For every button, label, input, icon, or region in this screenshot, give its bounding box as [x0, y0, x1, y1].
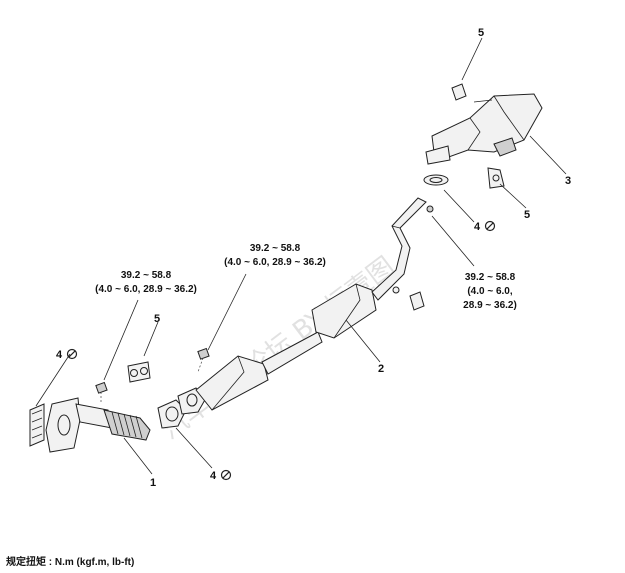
- torque-center-line1: 39.2 ~ 58.8: [250, 243, 301, 254]
- no-reuse-circle-icon: [66, 348, 78, 360]
- callout-2: 2: [378, 363, 384, 375]
- torque-front-line2: (4.0 ~ 6.0, 28.9 ~ 36.2): [95, 284, 197, 295]
- hanger-rubber-left: [127, 361, 151, 383]
- nut-front: [95, 381, 108, 402]
- callout-4-middle: 4: [210, 470, 217, 482]
- gasket-front: [29, 403, 45, 447]
- rear-muffler: [431, 93, 543, 159]
- hanger-rubber-upper: [451, 83, 467, 101]
- watermark: 汽车资料论坛 BY 恒壹图: [156, 251, 400, 445]
- nut-center: [197, 347, 210, 373]
- torque-center-line2: (4.0 ~ 6.0, 28.9 ~ 36.2): [224, 257, 326, 268]
- hanger-rubber-right: [487, 167, 505, 189]
- gasket-rear: [423, 145, 451, 213]
- callout-3: 3: [565, 175, 571, 187]
- no-reuse-circle-icon: [220, 469, 232, 481]
- callout-5-left: 5: [154, 313, 160, 325]
- gasket-middle: [157, 399, 187, 429]
- callout-5-upper: 5: [478, 27, 484, 39]
- no-reuse-circle-icon: [484, 220, 496, 232]
- front-pipe: [45, 397, 151, 453]
- callout-5-right: 5: [524, 209, 530, 221]
- leader-lines: [35, 37, 567, 475]
- torque-rear-line2: (4.0 ~ 6.0,: [467, 286, 513, 297]
- callout-4-rear: 4: [474, 221, 481, 233]
- callout-1: 1: [150, 477, 156, 489]
- hanger-rubber-center: [392, 286, 425, 311]
- callout-4-front: 4: [56, 349, 63, 361]
- torque-unit-note: 规定扭矩 : N.m (kgf.m, lb-ft): [6, 555, 134, 568]
- torque-rear-line1: 39.2 ~ 58.8: [465, 272, 516, 283]
- center-muffler-pipe: [177, 197, 427, 415]
- torque-rear-line3: 28.9 ~ 36.2): [463, 300, 517, 311]
- torque-front-line1: 39.2 ~ 58.8: [121, 270, 172, 281]
